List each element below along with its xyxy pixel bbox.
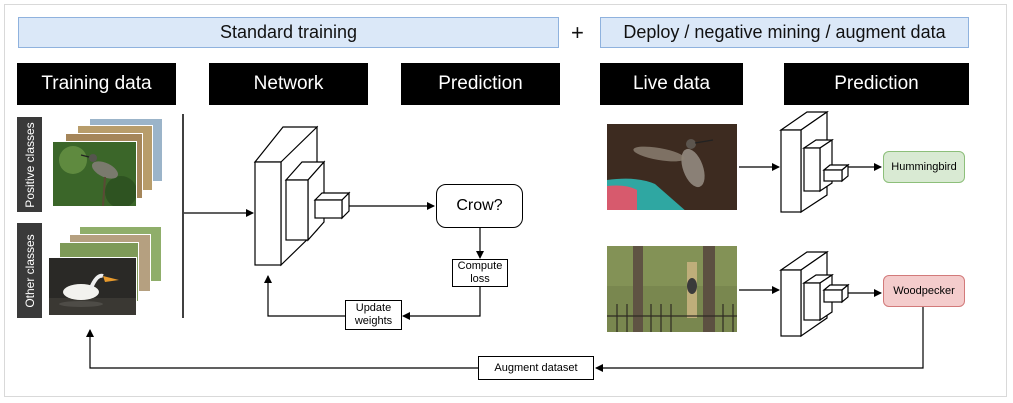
arrow-loss-to-update xyxy=(402,286,481,320)
update-weights-box: Update weights xyxy=(345,300,402,330)
hummingbird-perched-image xyxy=(53,142,136,206)
hummingbird-flying-image xyxy=(607,124,737,210)
hummingbird-prediction-box: Hummingbird xyxy=(883,151,965,183)
header-prediction-right: Prediction xyxy=(784,63,969,105)
network-block-bottom-right xyxy=(779,250,850,338)
figure-frame xyxy=(4,4,1007,397)
arrow-update-to-network xyxy=(264,275,345,317)
header-prediction-left: Prediction xyxy=(401,63,560,105)
header-network: Network xyxy=(209,63,368,105)
other-classes-label: Other classes xyxy=(17,223,42,318)
header-live-data: Live data xyxy=(600,63,743,105)
live-photo-woodpecker xyxy=(606,245,738,333)
compute-loss-box: Compute loss xyxy=(452,259,508,287)
augment-dataset-box: Augment dataset xyxy=(478,356,594,380)
live-photo-hummingbird xyxy=(606,123,738,211)
other-photo-front xyxy=(48,257,137,316)
arrow-augment-to-training xyxy=(86,329,478,369)
positive-photo-front xyxy=(52,141,137,207)
pelican-image xyxy=(49,258,136,315)
woodpecker-prediction-box: Woodpecker xyxy=(883,275,965,307)
crow-prediction-box: Crow? xyxy=(436,184,523,228)
plus-sign: + xyxy=(571,20,584,45)
header-training-data: Training data xyxy=(17,63,176,105)
network-block-left xyxy=(253,125,351,267)
arrow-woodpecker-to-augment xyxy=(595,307,924,372)
woodpecker-feeder-image xyxy=(607,246,737,332)
network-block-top-right xyxy=(779,110,850,214)
deploy-banner: Deploy / negative mining / augment data xyxy=(600,17,969,48)
standard-training-banner: Standard training xyxy=(18,17,559,48)
positive-classes-label: Positive classes xyxy=(17,117,42,212)
